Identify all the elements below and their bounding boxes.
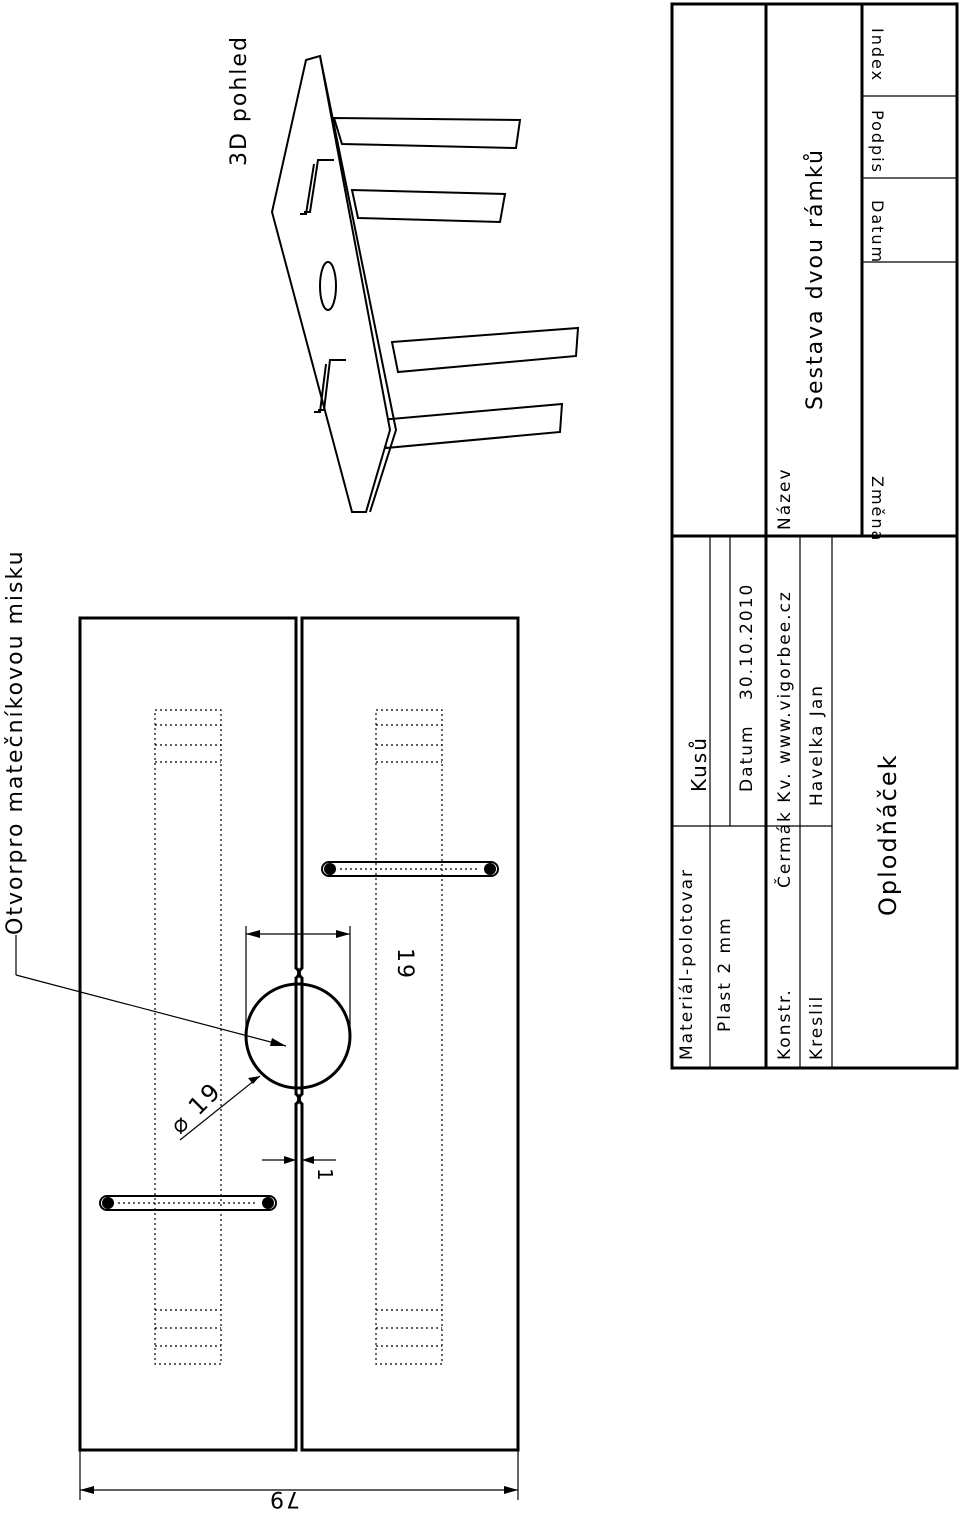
date-value: 30.10.2010 (737, 583, 757, 700)
handle-3d-bottom (314, 359, 346, 413)
front-view (78, 616, 520, 1452)
designer-value: Čermák Kv. www.vigorbee.cz (773, 590, 795, 888)
dimension-hole-diameter: ⌀ 19 (164, 1075, 261, 1141)
right-frame-plate (297, 616, 520, 1452)
pieces-label: Kusů (687, 736, 711, 792)
dimension-gap: 1 (262, 1156, 337, 1183)
date-label: Datum (737, 724, 757, 792)
drawn-value: Havelka Jan (807, 684, 827, 806)
material-value: Plast 2 mm (715, 916, 735, 1032)
change-label: Změna (868, 476, 887, 542)
dim-width-label: 79 (268, 1486, 300, 1511)
handle-3d-top (300, 159, 334, 215)
designer-label: Konstr. (775, 988, 795, 1060)
dimension-hole-width: 19 (245, 926, 417, 1036)
material-label: Materiál-polotovar (677, 868, 697, 1060)
dim-hole-diameter-label: ⌀ 19 (164, 1077, 227, 1140)
right-handle-bar (321, 861, 499, 877)
isometric-3d-view: 3D pohled (227, 35, 580, 513)
callout-hole-note: Otvorpro matečníkovou misku (3, 549, 287, 1047)
frame-legs (332, 116, 580, 450)
part-name: Oplodňáček (874, 754, 902, 917)
view3d-title: 3D pohled (227, 35, 252, 166)
name-value: Sestava dvou rámků (803, 148, 828, 410)
dim-hole-width-label: 19 (392, 948, 417, 980)
right-hidden-slot (375, 709, 443, 1365)
name-label: Název (775, 467, 795, 530)
date2-label: Datum (868, 200, 887, 264)
queen-cage-hole (244, 982, 352, 1090)
dim-gap-label: 1 (313, 1168, 337, 1183)
frame-plate-3d-edge (319, 55, 398, 513)
left-hidden-slot (154, 709, 222, 1365)
left-frame-plate (78, 616, 301, 1452)
drawn-label: Kreslil (807, 995, 827, 1060)
dimension-width-79: 79 (79, 1450, 519, 1511)
title-block: Materiál-polotovar Plast 2 mm Kusů Datum… (670, 2, 959, 1070)
left-handle-bar (99, 1195, 277, 1211)
index-label: Index (868, 28, 887, 82)
hole-3d (319, 261, 337, 311)
signature-label: Podpis (868, 110, 887, 174)
callout-text: Otvorpro matečníkovou misku (3, 549, 28, 935)
